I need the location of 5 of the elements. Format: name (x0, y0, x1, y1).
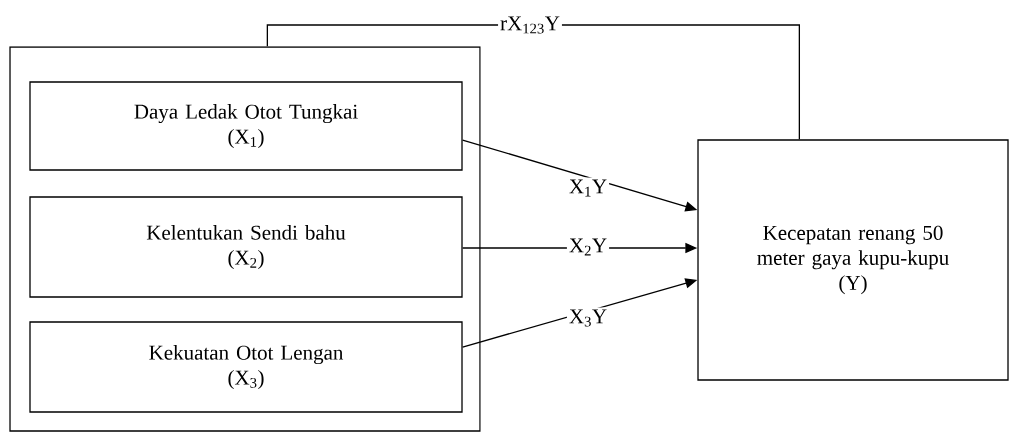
edge-label: rX$_{123}$Y (498, 14, 562, 36)
text-box: Kecepatan renang 50 meter gaya kupu-kupu (Y) (697, 139, 1009, 381)
text-box: Daya Ledak Otot Tungkai (X$_{1}$) (29, 81, 463, 171)
text-box: Kekuatan Otot Lengan (X$_{3}$) (29, 321, 463, 413)
text-box: Kelentukan Sendi bahu (X$_{2}$) (29, 196, 463, 298)
